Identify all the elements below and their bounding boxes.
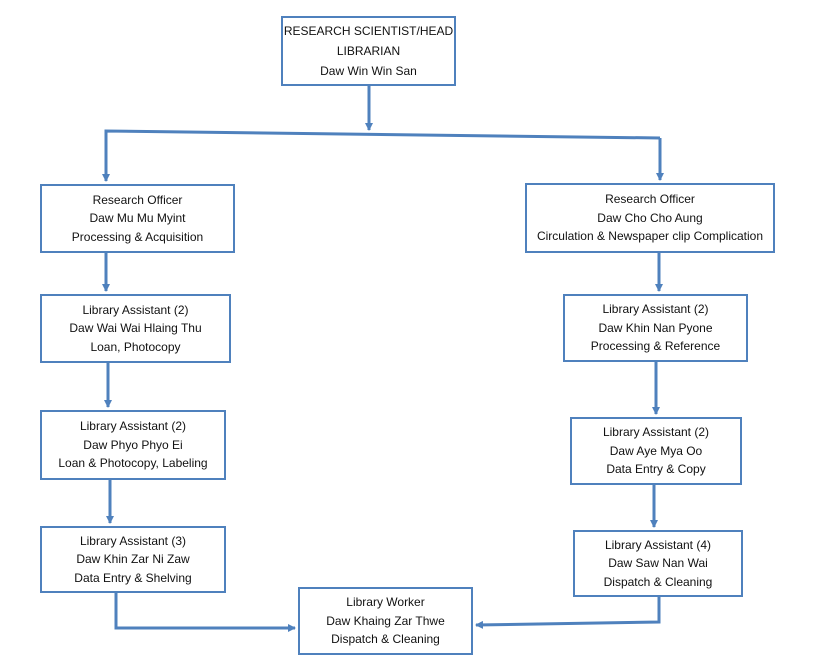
box-line: RESEARCH SCIENTIST/HEAD	[283, 24, 454, 38]
box-line: Library Assistant (2)	[602, 302, 709, 317]
library-assistant-left-1-box: Library Assistant (2) Daw Wai Wai Hlaing…	[40, 294, 231, 363]
box-line: Processing & Reference	[590, 339, 721, 354]
box-line: Daw Win Win San	[320, 64, 417, 78]
box-line: Dispatch & Cleaning	[331, 632, 440, 647]
box-line: Daw Wai Wai Hlaing Thu	[69, 321, 202, 336]
box-line: Research Officer	[92, 192, 183, 207]
box-line: Library Assistant (3)	[79, 533, 187, 548]
box-line: Research Officer	[605, 192, 695, 207]
box-line: Processing & Acquisition	[71, 229, 204, 244]
box-line: Library Worker	[346, 595, 425, 610]
library-assistant-left-3-box: Library Assistant (3) Daw Khin Zar Ni Za…	[40, 526, 226, 593]
box-line: Daw Khin Zar Ni Zaw	[76, 552, 190, 567]
box-line: Loan, Photocopy	[90, 339, 181, 354]
box-line: Data Entry & Shelving	[74, 570, 192, 585]
box-line: Library Assistant (4)	[604, 537, 712, 552]
box-line: Loan & Photocopy, Labeling	[58, 456, 208, 471]
head-librarian-box: RESEARCH SCIENTIST/HEAD LIBRARIAN Daw Wi…	[281, 16, 456, 86]
connector-right-to-worker	[475, 597, 661, 629]
connector-branch-bar	[104, 129, 661, 140]
box-line: Daw Khaing Zar Thwe	[326, 613, 445, 628]
box-line: Daw Khin Nan Pyone	[598, 320, 713, 335]
box-line: Daw Mu Mu Myint	[89, 211, 186, 226]
research-officer-left-box: Research Officer Daw Mu Mu Myint Process…	[40, 184, 235, 253]
box-line: Library Assistant (2)	[82, 302, 189, 317]
library-assistant-right-1-box: Library Assistant (2) Daw Khin Nan Pyone…	[563, 294, 748, 362]
box-line: Daw Saw Nan Wai	[608, 556, 708, 571]
box-line: Library Assistant (2)	[602, 425, 710, 440]
box-line: Dispatch & Cleaning	[603, 574, 713, 589]
box-line: Daw Phyo Phyo Ei	[83, 437, 183, 452]
box-line: LIBRARIAN	[336, 44, 401, 58]
box-line: Circulation & Newspaper clip Complicatio…	[536, 229, 764, 244]
box-line: Daw Aye Mya Oo	[609, 443, 703, 458]
library-assistant-right-3-box: Library Assistant (4) Daw Saw Nan Wai Di…	[573, 530, 743, 597]
library-assistant-left-2-box: Library Assistant (2) Daw Phyo Phyo Ei L…	[40, 410, 226, 480]
research-officer-right-box: Research Officer Daw Cho Cho Aung Circul…	[525, 183, 775, 253]
box-line: Data Entry & Copy	[606, 462, 706, 477]
box-line: Daw Cho Cho Aung	[597, 210, 703, 225]
connector-left-to-worker	[114, 593, 296, 632]
library-worker-box: Library Worker Daw Khaing Zar Thwe Dispa…	[298, 587, 473, 655]
library-assistant-right-2-box: Library Assistant (2) Daw Aye Mya Oo Dat…	[570, 417, 742, 485]
box-line: Library Assistant (2)	[79, 419, 187, 434]
